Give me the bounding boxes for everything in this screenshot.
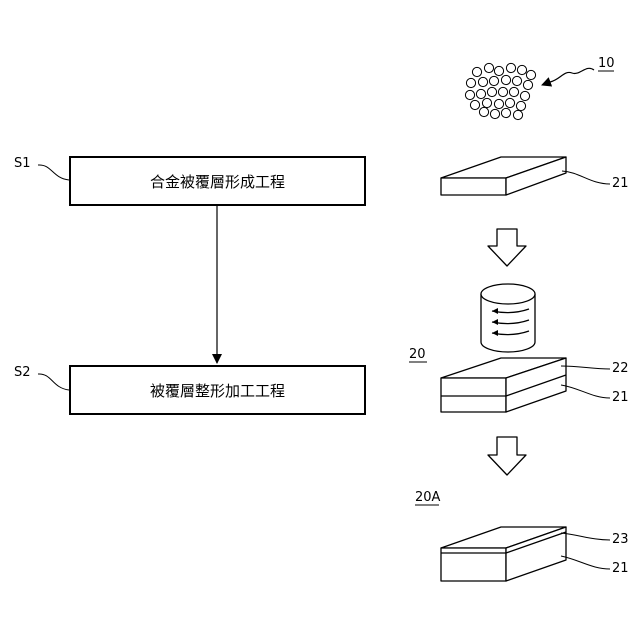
rotating-drum	[481, 284, 535, 352]
down-arrow-1	[488, 229, 526, 266]
powder-arrow	[542, 68, 594, 85]
base-block	[441, 157, 566, 195]
coat-layer-leader-line	[561, 366, 610, 369]
ref-shaped-layer: 23	[612, 533, 629, 547]
powder-particles	[465, 63, 535, 119]
step-s1-id: S1	[14, 157, 31, 171]
step-s2-id: S2	[14, 366, 31, 380]
step-s2-box: 被覆層整形加工工程	[69, 365, 366, 415]
shaped-layer-leader-line	[561, 533, 610, 540]
s1-leader-line	[38, 165, 69, 180]
ref-powder: 10	[598, 57, 615, 71]
step-s1-box: 合金被覆層形成工程	[69, 156, 366, 206]
down-arrow-2	[488, 437, 526, 475]
step-s1-label: 合金被覆層形成工程	[150, 171, 285, 192]
ref-shaped-block: 20A	[415, 491, 440, 505]
step-s2-label: 被覆層整形加工工程	[150, 380, 285, 401]
coated-base-leader-line	[561, 385, 610, 398]
shaped-base-leader-line	[561, 556, 610, 569]
coated-block	[441, 358, 566, 412]
ref-coat-layer: 22	[612, 362, 629, 376]
ref-coated-base: 21	[612, 391, 629, 405]
base-leader-line	[562, 171, 610, 184]
ref-base-top: 21	[612, 177, 629, 191]
ref-coated-block: 20	[409, 348, 426, 362]
s2-leader-line	[38, 374, 69, 390]
shaped-block	[441, 527, 566, 581]
ref-shaped-base: 21	[612, 562, 629, 576]
